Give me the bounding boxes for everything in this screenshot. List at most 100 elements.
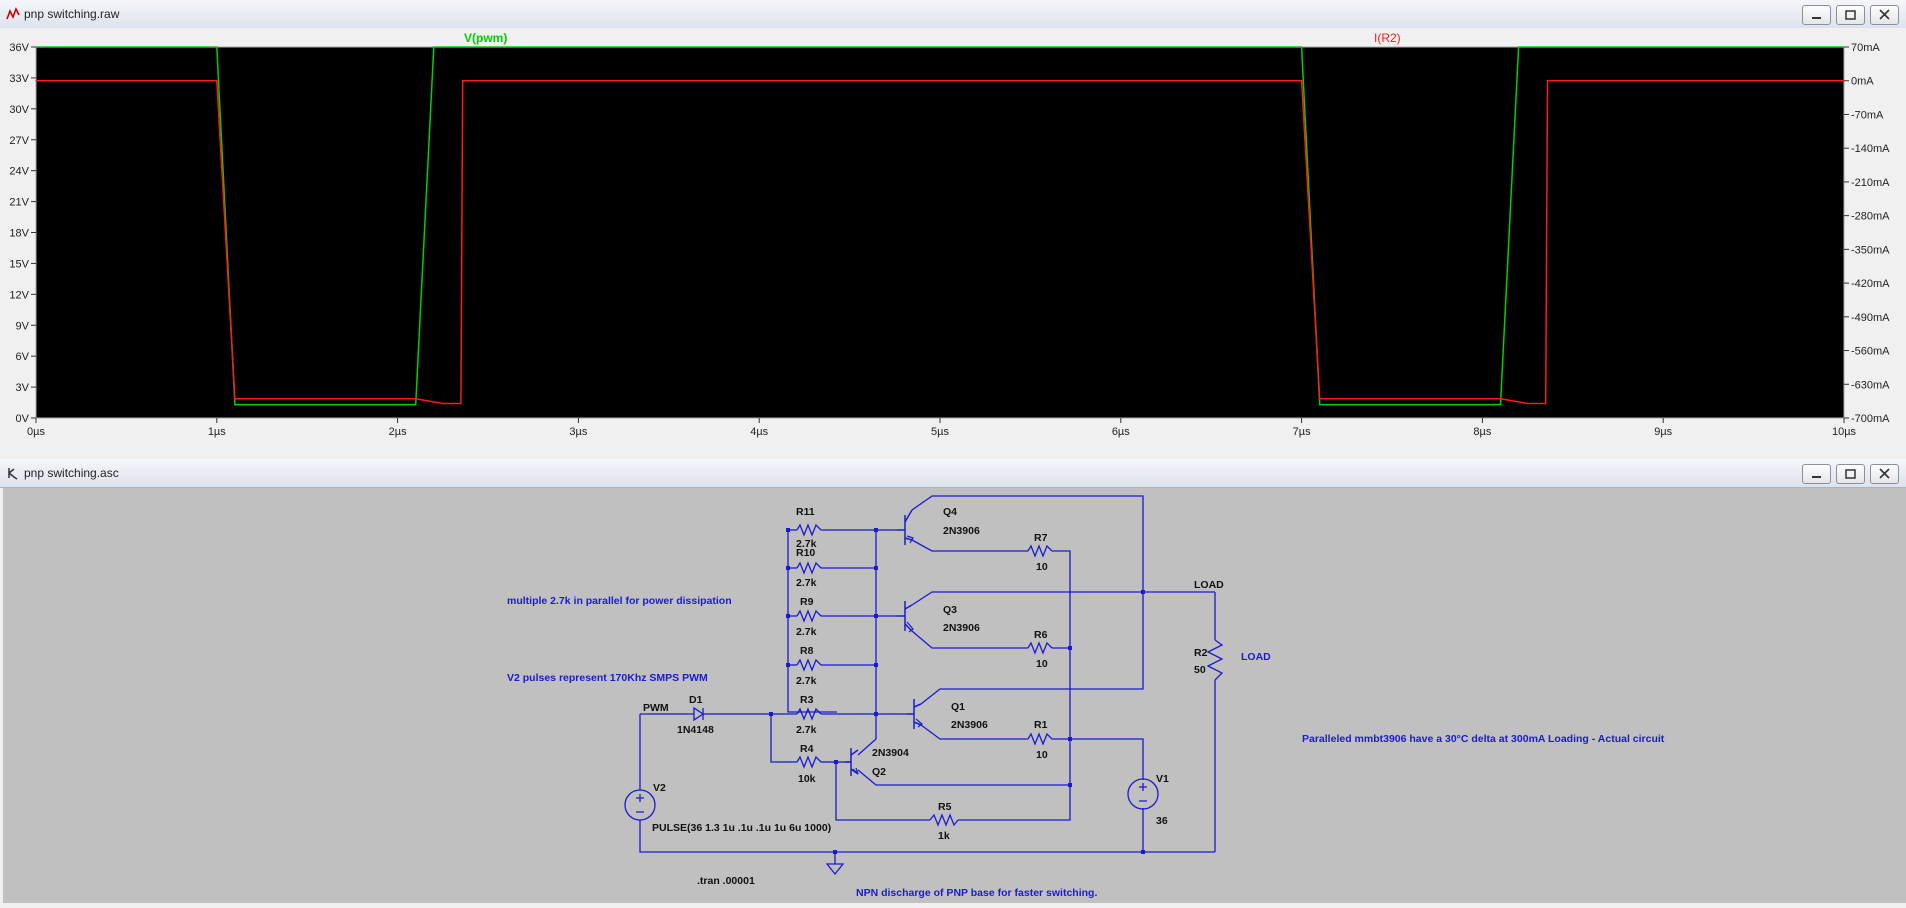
data-point <box>462 80 464 82</box>
x-tick-label: 10µs <box>1832 426 1857 438</box>
r6-value: 10 <box>1036 658 1048 670</box>
comment-npn[interactable]: NPN discharge of PNP base for faster swi… <box>856 887 1097 899</box>
r1-value: 10 <box>1036 749 1048 761</box>
y-left-tick-label: 3V <box>16 382 30 394</box>
q2-value: 2N3904 <box>872 747 909 759</box>
r10-value: 2.7k <box>796 577 817 589</box>
r5-value: 1k <box>938 830 950 842</box>
r11-ref: R11 <box>796 506 815 518</box>
wire <box>911 630 1028 649</box>
schematic-drawing[interactable]: R11 2.7k R10 2.7k R9 2.7k R8 2.7k R3 2.7… <box>3 488 1906 903</box>
resistor-r9[interactable] <box>796 609 822 623</box>
comment-parallel[interactable]: multiple 2.7k in parallel for power diss… <box>507 595 732 607</box>
wire <box>911 591 1215 606</box>
x-tick-label: 7µs <box>1293 426 1311 438</box>
data-point <box>1319 404 1321 406</box>
x-tick-label: 5µs <box>931 426 949 438</box>
load-comment[interactable]: LOAD <box>1241 651 1271 663</box>
wire <box>958 785 1071 821</box>
r1-ref: R1 <box>1034 719 1048 731</box>
minimize-button[interactable] <box>1802 5 1831 25</box>
wire <box>1052 550 1071 788</box>
y-left-tick-label: 9V <box>16 320 30 332</box>
r9-ref: R9 <box>800 596 814 608</box>
q4-value: 2N3906 <box>943 525 980 537</box>
schematic-titlebar[interactable]: pnp switching.asc <box>0 459 1906 488</box>
x-tick-label: 9µs <box>1654 426 1672 438</box>
restore-button[interactable] <box>1836 5 1865 25</box>
schematic-window: pnp switching.asc <box>0 459 1906 903</box>
r4-ref: R4 <box>800 743 814 755</box>
transistor-q2[interactable] <box>845 748 859 776</box>
resistor-r6[interactable] <box>1027 641 1053 655</box>
resistor-r7[interactable] <box>1027 544 1053 558</box>
q3-ref: Q3 <box>943 604 957 616</box>
resistor-r10[interactable] <box>796 561 822 575</box>
data-point <box>1546 80 1549 82</box>
wire <box>770 714 797 763</box>
wire <box>920 592 1144 705</box>
schematic-title: pnp switching.asc <box>24 466 119 480</box>
x-tick-label: 4µs <box>750 426 768 438</box>
transistor-q1[interactable] <box>906 699 923 729</box>
data-point <box>1499 404 1502 406</box>
resistor-r3[interactable] <box>796 707 822 721</box>
waveform-title: pnp switching.raw <box>24 7 120 21</box>
data-point <box>460 402 462 405</box>
wire <box>911 539 1028 552</box>
resistor-r1[interactable] <box>1027 732 1053 746</box>
r2-value: 50 <box>1194 664 1206 676</box>
minimize-button[interactable] <box>1802 464 1831 484</box>
y-right-tick-label: 0mA <box>1851 76 1874 88</box>
waveform-titlebar[interactable]: pnp switching.raw <box>0 0 1906 29</box>
resistor-r5[interactable] <box>929 813 959 827</box>
voltage-source-v2[interactable] <box>624 789 656 821</box>
y-right-tick-label: -140mA <box>1851 143 1890 155</box>
waveform-icon <box>6 7 20 20</box>
spice-directive[interactable]: .tran .00001 <box>697 875 755 887</box>
data-point <box>1517 46 1520 48</box>
trace-label-ir2[interactable]: I(R2) <box>1374 31 1401 45</box>
resistor-r8[interactable] <box>796 658 822 672</box>
y-left-tick-label: 12V <box>9 289 29 301</box>
r10-ref: R10 <box>796 547 815 559</box>
comment-mmbt[interactable]: Paralleled mmbt3906 have a 30°C delta at… <box>1302 733 1665 745</box>
close-button[interactable] <box>1870 464 1899 484</box>
schematic-canvas[interactable]: R11 2.7k R10 2.7k R9 2.7k R8 2.7k R3 2.7… <box>0 488 1906 903</box>
trace-label-vpwm[interactable]: V(pwm) <box>464 31 507 45</box>
transistor-q3[interactable] <box>897 601 914 633</box>
x-tick-label: 2µs <box>389 426 407 438</box>
y-right-tick-label: -350mA <box>1851 244 1890 256</box>
y-left-tick-label: 18V <box>9 228 29 240</box>
restore-button[interactable] <box>1836 464 1865 484</box>
resistor-r11[interactable] <box>796 523 822 537</box>
q1-value: 2N3906 <box>951 719 988 731</box>
wire <box>787 530 837 713</box>
schematic-icon <box>8 468 18 480</box>
y-left-tick-label: 0V <box>16 413 30 425</box>
close-button[interactable] <box>1870 5 1899 25</box>
comment-pulses[interactable]: V2 pulses represent 170Khz SMPS PWM <box>507 672 708 684</box>
r7-ref: R7 <box>1034 532 1048 544</box>
trace-ir2[interactable] <box>36 79 1844 405</box>
voltage-source-v1[interactable] <box>1127 778 1159 810</box>
data-point <box>234 404 236 406</box>
r8-value: 2.7k <box>796 675 817 687</box>
y-left-tick-label: 24V <box>9 166 29 178</box>
trace-vpwm[interactable] <box>36 46 1844 406</box>
ground-icon <box>825 863 845 876</box>
r4-value: 10k <box>798 773 816 785</box>
wire <box>920 724 1028 740</box>
data-point <box>1319 398 1321 400</box>
r7-value: 10 <box>1036 561 1048 573</box>
y-right-tick-label: -70mA <box>1851 109 1884 121</box>
d1-value: 1N4148 <box>677 724 714 736</box>
resistor-r2[interactable] <box>1206 639 1224 681</box>
data-point <box>433 46 435 48</box>
x-tick-label: 8µs <box>1473 426 1491 438</box>
resistor-r4[interactable] <box>796 755 822 769</box>
transistor-q4[interactable] <box>897 509 914 545</box>
diode-d1[interactable] <box>686 706 706 722</box>
